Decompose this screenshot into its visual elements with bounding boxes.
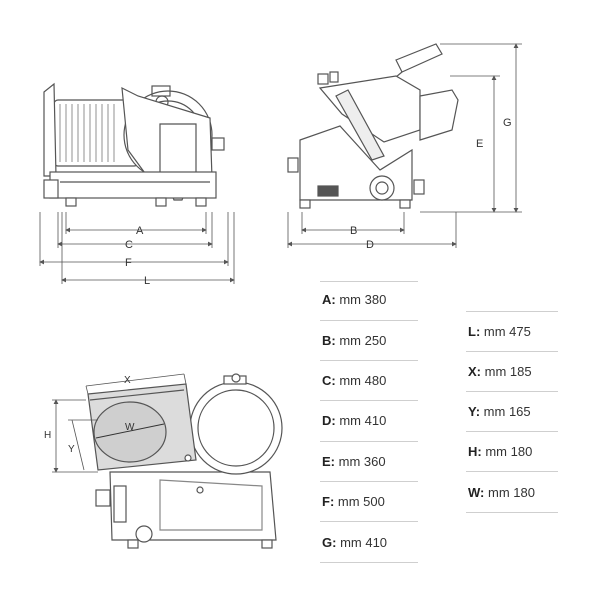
- spec-key: W:: [468, 485, 485, 500]
- side-view-drawing: [43, 82, 225, 207]
- top-view-dimensions: [52, 373, 187, 473]
- spec-key: H:: [468, 444, 482, 459]
- dim-label-d: D: [366, 239, 374, 251]
- divider: [320, 562, 418, 563]
- dim-label-b: B: [350, 225, 357, 237]
- divider: [466, 431, 558, 432]
- spec-value: mm 165: [483, 404, 531, 419]
- divider: [466, 512, 558, 513]
- spec-value: mm 250: [339, 333, 387, 348]
- spec-row-f: F: mm 500: [322, 494, 385, 509]
- spec-key: Y:: [468, 404, 481, 419]
- spec-key: G:: [322, 535, 337, 550]
- dim-label-e: E: [476, 138, 483, 150]
- spec-value: mm 475: [483, 324, 531, 339]
- top-view-drawing: [87, 373, 283, 549]
- divider: [320, 360, 418, 361]
- spec-row-a: A: mm 380: [322, 292, 386, 307]
- dim-label-h: H: [44, 430, 51, 441]
- side-view-dimensions: [39, 212, 235, 284]
- divider: [466, 391, 558, 392]
- dim-label-c: C: [125, 239, 133, 251]
- divider: [466, 471, 558, 472]
- spec-key: X:: [468, 364, 481, 379]
- spec-value: mm 410: [339, 413, 387, 428]
- spec-row-e: E: mm 360: [322, 454, 386, 469]
- spec-value: mm 380: [339, 292, 387, 307]
- spec-row-h: H: mm 180: [468, 444, 532, 459]
- spec-value: mm 185: [484, 364, 532, 379]
- dim-label-l: L: [144, 275, 150, 287]
- spec-key: D:: [322, 413, 336, 428]
- divider: [466, 351, 558, 352]
- dim-label-a: A: [136, 225, 144, 237]
- divider: [320, 521, 418, 522]
- spec-key: B:: [322, 333, 336, 348]
- dim-label-w: W: [125, 422, 135, 433]
- front-view-dimensions: [287, 43, 522, 248]
- divider: [320, 481, 418, 482]
- divider: [466, 311, 558, 312]
- spec-value: mm 410: [340, 535, 388, 550]
- spec-value: mm 180: [485, 444, 533, 459]
- spec-row-x: X: mm 185: [468, 364, 532, 379]
- divider: [320, 320, 418, 321]
- spec-value: mm 360: [338, 454, 386, 469]
- spec-key: F:: [322, 494, 335, 509]
- spec-key: C:: [322, 373, 336, 388]
- spec-value: mm 480: [339, 373, 387, 388]
- divider: [320, 281, 418, 282]
- spec-row-y: Y: mm 165: [468, 404, 531, 419]
- spec-row-d: D: mm 410: [322, 413, 386, 428]
- dim-label-g: G: [503, 117, 512, 129]
- spec-key: A:: [322, 292, 336, 307]
- spec-key: L:: [468, 324, 481, 339]
- dim-label-f: F: [125, 257, 132, 269]
- spec-row-b: B: mm 250: [322, 333, 386, 348]
- dim-label-x: X: [124, 375, 131, 386]
- spec-row-w: W: mm 180: [468, 485, 535, 500]
- divider: [320, 441, 418, 442]
- spec-row-c: C: mm 480: [322, 373, 386, 388]
- spec-value: mm 500: [337, 494, 385, 509]
- spec-row-l: L: mm 475: [468, 324, 531, 339]
- spec-key: E:: [322, 454, 335, 469]
- spec-row-g: G: mm 410: [322, 535, 387, 550]
- dim-label-y: Y: [68, 444, 75, 455]
- front-view-drawing: [287, 43, 459, 209]
- divider: [320, 400, 418, 401]
- spec-value: mm 180: [488, 485, 535, 500]
